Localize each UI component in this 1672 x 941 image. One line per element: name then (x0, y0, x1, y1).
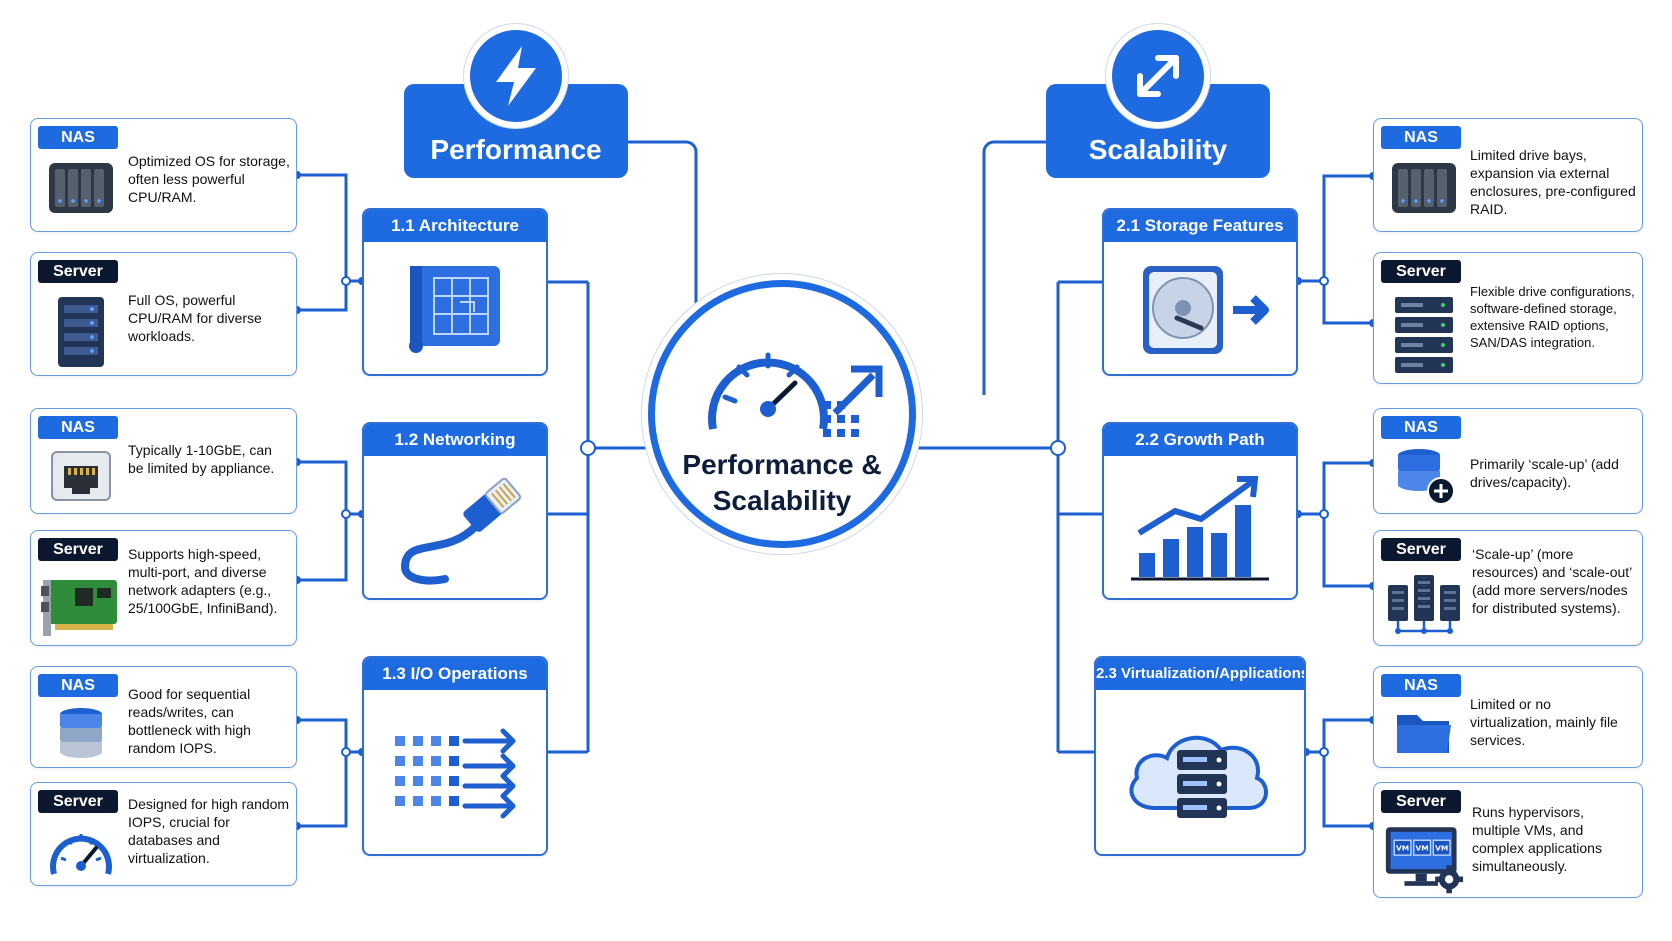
nas-tag: NAS (1381, 416, 1461, 439)
category-title: 1.2 Networking (364, 424, 546, 456)
card-description: Supports high-speed, multi-port, and div… (128, 546, 278, 616)
perf-card-net-nas: NAS Typically 1-10GbE, can be limited by… (30, 408, 297, 514)
vm-label: VM (1435, 843, 1448, 852)
nas-tag: NAS (38, 126, 118, 149)
database-icon (58, 706, 104, 760)
category-title: 2.1 Storage Features (1104, 210, 1296, 242)
category-io-operations: 1.3 I/O Operations (362, 656, 548, 856)
cloud-server-icon (1129, 735, 1268, 818)
nas-tag: NAS (1381, 674, 1461, 697)
server-tag: Server (1381, 790, 1461, 813)
category-title: 2.2 Growth Path (1104, 424, 1296, 456)
card-description: Flexible drive configurations, software-… (1470, 284, 1635, 350)
server-tower-icon (58, 297, 104, 367)
vm-label: VM (1416, 843, 1429, 852)
category-title: 2.3 Virtualization/Applications (1096, 658, 1304, 690)
hard-drive-icon (1143, 266, 1269, 354)
perf-card-arch-nas: NAS Optimized OS for storage, often less… (30, 118, 297, 232)
category-growth-path: 2.2 Growth Path (1102, 422, 1298, 600)
server-tag: Server (38, 538, 118, 561)
center-title: Performance & Scalability (682, 449, 882, 516)
growth-chart-icon (1131, 476, 1269, 581)
card-description: Typically 1-10GbE, can be limited by app… (128, 442, 275, 476)
card-description: Limited or no virtualization, mainly fil… (1470, 696, 1618, 748)
performance-banner-label: Performance (430, 134, 602, 165)
category-architecture: 1.1 Architecture (362, 208, 548, 376)
card-description: Optimized OS for storage, often less pow… (128, 153, 290, 205)
server-cluster-icon (1388, 575, 1460, 634)
server-tag: Server (1381, 260, 1461, 283)
card-description: Full OS, powerful CPU/RAM for diverse wo… (128, 292, 262, 344)
category-title: 1.3 I/O Operations (364, 658, 546, 690)
perf-card-io-nas: NAS Good for sequential reads/writes, ca… (30, 666, 297, 768)
database-add-icon (1396, 447, 1455, 505)
scale-card-growth-nas: NAS Primarily ‘scale-up’ (add drives/cap… (1373, 408, 1643, 514)
perf-card-arch-server: Server Full OS, powerful CPU/RAM for div… (30, 252, 297, 376)
center-hub: Performance & Scalability (648, 280, 916, 548)
server-tag: Server (38, 790, 118, 813)
card-description: Good for sequential reads/writes, can bo… (128, 686, 251, 756)
vm-monitor-icon: VM VM VM (1385, 827, 1464, 894)
scale-card-storage-server: Server Flexible drive configurations, so… (1373, 252, 1643, 384)
category-virtualization-applications: 2.3 Virtualization/Applications (1094, 656, 1306, 856)
nas-device-icon (1392, 163, 1456, 213)
blueprint-icon (409, 266, 500, 353)
nas-tag: NAS (1381, 126, 1461, 149)
ethernet-cable-icon (400, 477, 522, 585)
scale-card-virt-server: Server VM VM VM Runs hypervisors, multip… (1373, 782, 1643, 898)
scale-card-growth-server: Server ‘Scale-up’ (more resources) and ‘… (1373, 530, 1643, 646)
card-description: Designed for high random IOPS, crucial f… (128, 796, 290, 866)
category-storage-features: 2.1 Storage Features (1102, 208, 1298, 376)
card-description: Limited drive bays, expansion via extern… (1470, 147, 1636, 217)
card-description: ‘Scale-up’ (more resources) and ‘scale-o… (1472, 546, 1632, 616)
scalability-banner: Scalability (1046, 84, 1270, 178)
card-description: Runs hypervisors, multiple VMs, and comp… (1472, 804, 1602, 874)
speedometer-icon (50, 834, 112, 875)
perf-card-net-server: Server Supports high-speed, multi-port, … (30, 530, 297, 646)
server-rack-icon (1395, 297, 1453, 373)
data-flow-icon (395, 728, 516, 819)
nas-tag: NAS (38, 674, 118, 697)
card-description: Primarily ‘scale-up’ (add drives/capacit… (1470, 456, 1619, 490)
nas-tag: NAS (38, 416, 118, 439)
server-tag: Server (1381, 538, 1461, 561)
expand-arrows-icon (1106, 24, 1210, 128)
lightning-icon (464, 24, 568, 128)
category-title: 1.1 Architecture (364, 210, 546, 242)
speed-gauge-icon (708, 352, 883, 437)
category-networking: 1.2 Networking (362, 422, 548, 600)
server-tag: Server (38, 260, 118, 283)
vm-label: VM (1396, 843, 1409, 852)
network-card-icon (41, 580, 117, 636)
nas-device-icon (49, 163, 113, 213)
scale-card-virt-nas: NAS Limited or no virtualization, mainly… (1373, 666, 1643, 768)
ethernet-port-icon (51, 451, 111, 501)
scalability-banner-label: Scalability (1088, 134, 1228, 165)
folder-icon (1397, 715, 1451, 753)
perf-card-io-server: Server Designed for high random IOPS, cr… (30, 782, 297, 886)
scale-card-storage-nas: NAS Limited drive bays, expansion via ex… (1373, 118, 1643, 232)
